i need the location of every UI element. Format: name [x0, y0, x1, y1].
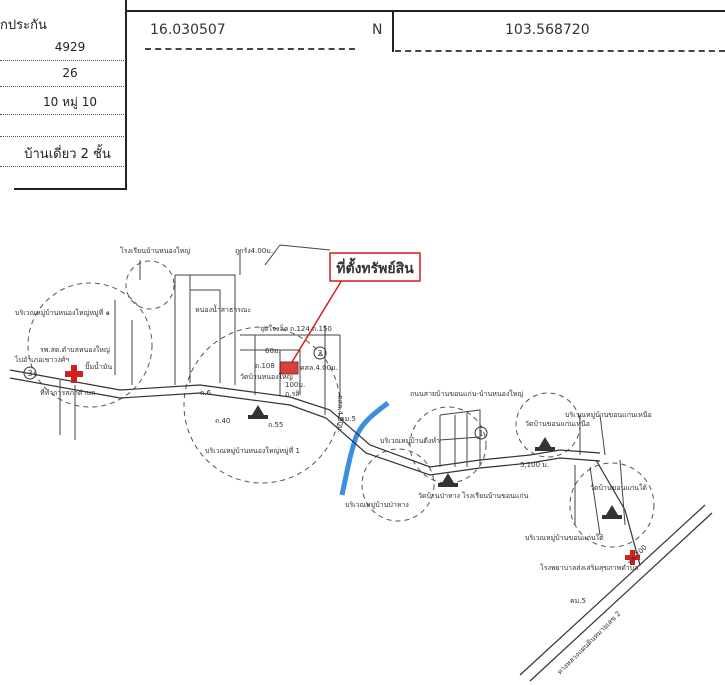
divider	[0, 166, 124, 167]
river	[339, 401, 390, 496]
label-hospital-right: โรงพยาบาลส่งเสริมสุขภาพตำบล	[540, 563, 638, 572]
highway	[519, 459, 713, 682]
label-road-4m: คสล.4.00ม.	[300, 364, 338, 372]
main-road	[9, 369, 601, 476]
area-circle	[361, 448, 435, 522]
label-temple-right-lower: วัดบ้านขอนแก่นใต้	[590, 483, 647, 492]
divider	[0, 114, 124, 115]
map-labels: โรงเรียนบ้านหนองใหญ่ ถูกรัง4.00ม. หนองน้…	[14, 246, 652, 676]
divider	[0, 60, 124, 61]
label-pond: หนองน้ำสาธารณะ	[195, 303, 251, 314]
label-hwy-side: ทางหลวงแผ่นดินหมายเลข 2	[556, 610, 623, 677]
label-gas: ปั๊มน้ำมัน	[85, 360, 112, 371]
label-dist-100: 100ม.	[285, 381, 305, 389]
form-separator	[392, 10, 394, 52]
label-dist-60: 60ม.	[265, 347, 281, 355]
label-school-mid: โรงเรียนบ้านขอนแก่น	[462, 491, 529, 500]
temple-icon	[535, 437, 555, 451]
label-left-road: ไปอำเภอเขาวงศ์ฯ	[14, 355, 69, 364]
label-temple-mid: วัดบ้านป่าหาง	[418, 492, 460, 500]
longitude-value: 103.568720	[505, 22, 590, 38]
label-vert-road: คสล.4.00ม.	[336, 395, 344, 433]
circle-marker	[474, 426, 488, 440]
label-km5-bottom: คม.5	[570, 597, 586, 605]
label-soi: ถ.124 ถ.150	[290, 325, 332, 333]
label-jong: จุดใจงล็ค	[260, 324, 289, 333]
divider	[395, 50, 725, 52]
label-temple-right: วัดบ้านขอนแก่นเหนือ	[525, 420, 590, 428]
circle-label-1: 1	[478, 429, 483, 438]
label-area-top-left: บริเวณหมู่บ้านหนองใหญ่หมู่ที่ ๑	[15, 308, 110, 317]
divider	[0, 136, 124, 137]
label-hwy: ทล.200	[626, 543, 649, 566]
callout-box	[329, 252, 421, 282]
property-info-form: ักประกัน 4929 26 10 หมู่ 10 บ้านเดี่ยว 2…	[0, 0, 725, 200]
circle-label-2: 2	[317, 349, 322, 358]
label-road-108: ถ.108	[255, 362, 275, 370]
temple-icon	[602, 505, 622, 519]
location-map: ที่ตั้งทรัพย์สิน 3 2 1 โรงเรียนบ้านหนองใ…	[9, 244, 713, 682]
divider	[0, 86, 124, 87]
hospital-icons	[65, 365, 640, 565]
label-area-river: บริเวณหมู่บ้านป่าหาง	[345, 501, 409, 509]
label-temple-left: วัดบ้านหนองใหญ่	[240, 372, 293, 381]
label-road-6: ถ.6	[200, 389, 211, 397]
area-circle	[569, 462, 655, 548]
hospital-icon	[65, 365, 83, 383]
form-row-5: บ้านเดี่ยว 2 ชั้น	[24, 147, 111, 162]
property-location-marker	[279, 361, 299, 375]
street-grid	[59, 244, 626, 536]
label-area-right-bottom: บริเวณหมู่บ้านขอนแก่นใต้	[525, 533, 604, 542]
circle-marker	[313, 346, 327, 360]
label-area-mid: บริเวณหมู่บ้านดีงห่ำ	[380, 436, 440, 445]
temple-icons	[248, 405, 622, 519]
circle-marker	[23, 366, 37, 380]
label-school-top: โรงเรียนบ้านหนองใหญ่	[120, 246, 190, 255]
latitude-direction: N	[372, 22, 383, 38]
area-circle	[125, 260, 175, 310]
form-border-left	[125, 0, 127, 190]
divider	[145, 48, 355, 50]
area-circle	[27, 282, 153, 408]
latitude-value: 16.030507	[150, 22, 226, 38]
label-hospital: รพ.สต.ตำบลหนองใหญ่	[40, 345, 110, 354]
form-row-2: 26	[62, 66, 78, 80]
circle-label-3: 3	[27, 369, 32, 378]
callout-leader-line	[291, 274, 346, 363]
form-header-label: ักประกัน	[0, 18, 47, 33]
label-road-55: ถ.55	[268, 421, 283, 429]
circled-markers	[23, 346, 488, 440]
label-road-rest: ถ.รสิ	[285, 390, 300, 398]
callout-label: ที่ตั้งทรัพย์สิน	[336, 257, 414, 277]
label-road-main: ถนนสายบ้านขอนแก่น-บ้านหนองใหญ่	[410, 389, 523, 398]
area-circle	[409, 406, 487, 484]
label-district: ที่ทำการสภาตำบล	[40, 388, 95, 397]
label-km5: คม.5	[340, 415, 356, 423]
label-road-40: ถ.40	[215, 417, 230, 425]
temple-icon	[438, 473, 458, 487]
form-row-1: 4929	[54, 40, 86, 54]
hospital-icon	[625, 550, 640, 565]
label-area-right-top: บริเวณหมู่บ้านขอนแก่นเหนือ	[565, 411, 652, 419]
label-dist-5100: 5,100 ม.	[520, 461, 549, 469]
form-row-3: 10 หมู่ 10	[43, 95, 97, 109]
label-road-top: ถูกรัง4.00ม.	[235, 247, 273, 255]
temple-icon	[248, 405, 268, 419]
form-border-bottom	[14, 188, 127, 190]
label-area-bottom-left: บริเวณหมู่บ้านหนองใหญ่หมู่ที่ 1	[205, 446, 300, 455]
form-top-border	[127, 10, 725, 12]
